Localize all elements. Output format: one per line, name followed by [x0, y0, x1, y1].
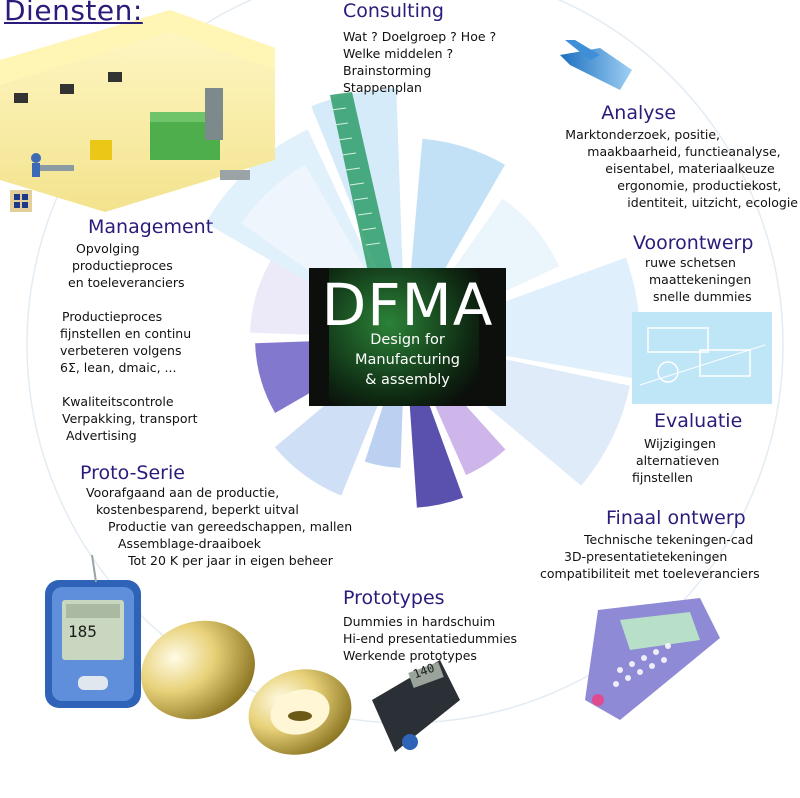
section-prototypes: Prototypes Dummies in hardschuim Hi-end … — [343, 587, 517, 664]
dfma-subtitle-line: Design for — [370, 332, 445, 348]
section-line: ergonomie, productiekost, — [617, 178, 782, 193]
section-evaluatie: Evaluatie Wijzigingen alternatieven fijn… — [630, 410, 742, 486]
section-line: 6Σ, lean, dmaic, ... — [60, 360, 177, 375]
gold-device-images — [141, 620, 352, 755]
section-line: productieproces — [72, 258, 173, 273]
section-line: Stappenplan — [343, 80, 422, 95]
section-line: Werkende prototypes — [343, 648, 477, 663]
section-lines: Wat ? Doelgroep ? Hoe ? Welke middelen ?… — [343, 28, 496, 96]
section-line: Dummies in hardschuim — [343, 614, 496, 629]
section-line: Wat ? Doelgroep ? Hoe ? — [343, 29, 497, 44]
section-line: Productie van gereedschappen, mallen — [108, 519, 353, 534]
dfma-subtitle: Design for Manufacturing & assembly — [309, 330, 506, 390]
section-title: Voorontwerp — [633, 232, 754, 254]
cad-drawing-image — [632, 312, 772, 404]
section-title: Proto-Serie — [80, 462, 185, 484]
dfma-title: DFMA — [321, 271, 494, 339]
section-line — [60, 291, 213, 308]
section-line: Brainstorming — [343, 63, 432, 78]
section-lines: ruwe schetsen maattekeningen snelle dumm… — [633, 254, 753, 305]
page-title: Diensten: — [4, 0, 143, 27]
section-line: maattekeningen — [649, 272, 752, 287]
section-lines: Wijzigingen alternatieven fijnstellen — [630, 435, 742, 486]
section-line: fijnstellen — [632, 470, 693, 485]
section-title: Management — [88, 216, 214, 238]
section-line: Assemblage-draaiboek — [118, 536, 262, 551]
section-line: Opvolging — [76, 241, 140, 256]
section-consulting: Consulting Wat ? Doelgroep ? Hoe ? Welke… — [343, 0, 496, 96]
section-line: en toeleveranciers — [68, 275, 185, 290]
section-line: Kwaliteitscontrole — [62, 394, 174, 409]
section-line: compatibiliteit met toeleveranciers — [540, 566, 760, 581]
handheld-device-image — [585, 598, 720, 720]
section-voorontwerp: Voorontwerp ruwe schetsen maattekeningen… — [633, 232, 753, 305]
section-title: Prototypes — [343, 587, 445, 609]
dfma-background — [329, 268, 479, 406]
section-line: Tot 20 K per jaar in eigen beheer — [128, 553, 333, 568]
section-management: Management Opvolging productieproces en … — [60, 216, 213, 444]
arrow-icon — [560, 40, 632, 90]
section-line: snelle dummies — [653, 289, 752, 304]
section-lines: Dummies in hardschuim Hi-end presentatie… — [343, 613, 517, 664]
section-finaal-ontwerp: Finaal ontwerp Technische tekeningen-cad… — [540, 507, 760, 582]
section-title: Consulting — [343, 0, 444, 22]
dfma-subtitle-line: Manufacturing — [355, 352, 460, 368]
section-analyse: Analyse Marktonderzoek, positie, maakbaa… — [553, 102, 798, 211]
section-proto-serie: Proto-Serie Voorafgaand aan de productie… — [80, 462, 352, 569]
ruler-wedge — [330, 92, 392, 272]
section-line: eisentabel, materiaalkeuze — [605, 161, 775, 176]
section-title: Evaluatie — [654, 410, 743, 432]
section-line: identiteit, uitzicht, ecologie — [627, 195, 798, 210]
section-line: Technische tekeningen-cad — [584, 532, 754, 547]
section-line: Welke middelen ? — [343, 46, 454, 61]
section-line: Productieproces — [62, 309, 163, 324]
glucose-reading: 185 — [68, 622, 97, 641]
remote-device-image — [372, 660, 460, 752]
section-line: Verpakking, transport — [62, 411, 198, 426]
section-line: Advertising — [66, 428, 137, 443]
section-lines: Technische tekeningen-cad 3D-presentatie… — [540, 531, 760, 582]
wheel-wedge — [405, 257, 640, 379]
section-line: Hi-end presentatiedummies — [343, 631, 518, 646]
dfma-subtitle-line: & assembly — [365, 372, 450, 388]
section-line: Voorafgaand aan de productie, — [86, 485, 280, 500]
section-line: kostenbesparend, beperkt uitval — [96, 502, 299, 517]
section-lines: Marktonderzoek, positie, maakbaarheid, f… — [553, 126, 798, 211]
section-line: Wijzigingen — [644, 436, 716, 451]
section-title: Finaal ontwerp — [606, 507, 746, 529]
dfma-center-block: DFMA Design for Manufacturing & assembly — [309, 268, 506, 406]
section-title: Analyse — [601, 102, 677, 124]
section-line: Marktonderzoek, positie, — [565, 127, 721, 142]
section-line: 3D-presentatietekeningen — [564, 549, 728, 564]
section-lines: Voorafgaand aan de productie, kostenbesp… — [80, 484, 352, 569]
section-line: alternatieven — [636, 453, 720, 468]
section-line: ruwe schetsen — [645, 255, 736, 270]
section-line — [60, 376, 213, 393]
section-line: maakbaarheid, functieanalyse, — [587, 144, 781, 159]
section-line: fijnstellen en continu — [60, 326, 192, 341]
section-lines: Opvolging productieproces en toeleveranc… — [60, 240, 213, 444]
section-line: verbeteren volgens — [60, 343, 182, 358]
factory-illustration — [0, 10, 275, 212]
glucose-meter-image — [45, 554, 141, 708]
